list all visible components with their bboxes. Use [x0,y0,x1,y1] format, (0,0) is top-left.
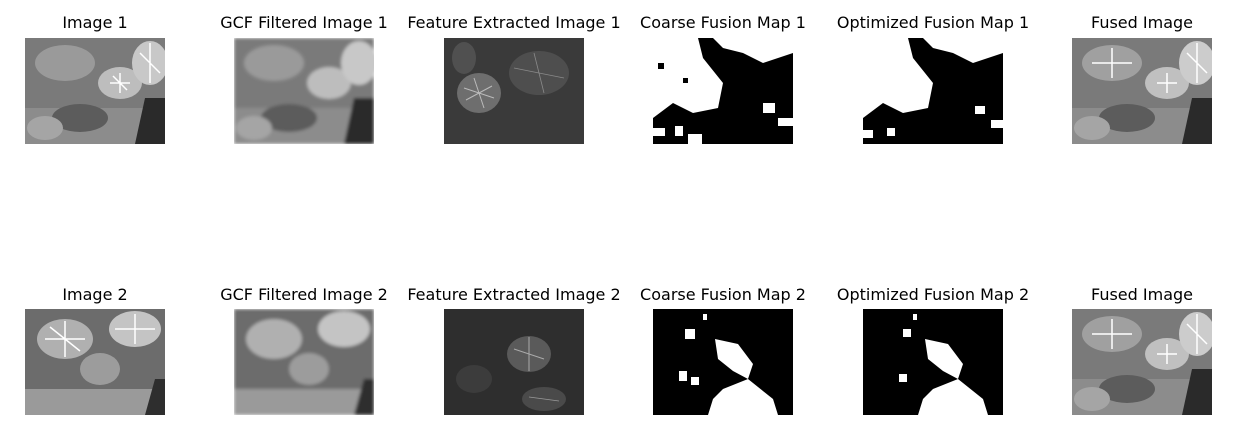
panel-title-gcf-filtered-1: GCF Filtered Image 1 [220,13,388,32]
panel-title-optimized-fusion-2: Optimized Fusion Map 2 [836,285,1030,304]
image-1 [25,38,165,144]
fused-image-1 [1072,38,1212,144]
optimized-fusion-map-1 [863,38,1003,144]
panel-title-coarse-fusion-1: Coarse Fusion Map 1 [640,13,806,32]
panel-title-feature-extracted-2: Feature Extracted Image 2 [407,285,621,304]
panel-title-image-2: Image 2 [62,285,128,304]
fused-image-2 [1072,309,1212,415]
optimized-fusion-map-2 [863,309,1003,415]
image-2 [25,309,165,415]
gcf-filtered-image-2 [234,309,374,415]
coarse-fusion-map-2 [653,309,793,415]
coarse-fusion-map-1 [653,38,793,144]
panel-title-fused-image-1: Fused Image [1091,13,1193,32]
panel-title-image-1: Image 1 [62,13,128,32]
panel-title-gcf-filtered-2: GCF Filtered Image 2 [220,285,388,304]
panel-title-fused-image-2: Fused Image [1091,285,1193,304]
panel-title-feature-extracted-1: Feature Extracted Image 1 [407,13,621,32]
gcf-filtered-image-1 [234,38,374,144]
feature-extracted-image-1 [444,38,584,144]
panel-title-optimized-fusion-1: Optimized Fusion Map 1 [836,13,1030,32]
panel-title-coarse-fusion-2: Coarse Fusion Map 2 [640,285,806,304]
feature-extracted-image-2 [444,309,584,415]
